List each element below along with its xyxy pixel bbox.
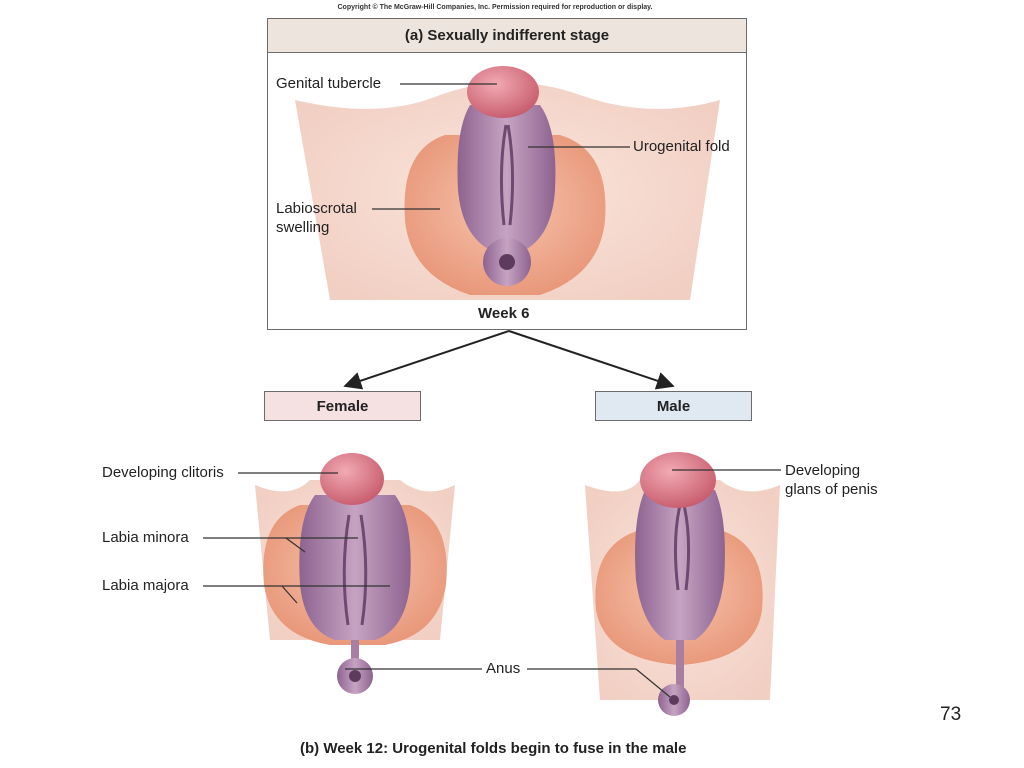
- caption-panel-b: (b) Week 12: Urogenital folds begin to f…: [300, 740, 687, 757]
- glans-shape: [640, 452, 716, 508]
- label-labia-minora: Labia minora: [102, 529, 189, 546]
- label-genital-tubercle: Genital tubercle: [276, 75, 382, 92]
- label-labioscrotal-line1: Labioscrotal: [276, 200, 357, 217]
- male-raphe: [676, 640, 684, 690]
- page-number: 73: [940, 704, 962, 725]
- female-perineum: [351, 640, 359, 670]
- female-figure: [255, 453, 455, 694]
- anal-opening-shape: [499, 254, 515, 270]
- label-urogenital-fold: Urogenital fold: [633, 138, 730, 155]
- male-box: Male: [595, 391, 752, 421]
- label-labia-majora: Labia majora: [102, 577, 189, 594]
- arrow-to-male: [508, 330, 675, 390]
- label-labioscrotal-line2: swelling: [276, 219, 330, 236]
- urogenital-fold-shape: [457, 105, 556, 250]
- male-fold-shape: [635, 490, 725, 640]
- leader-labia-minora-b: [285, 537, 306, 553]
- label-developing-clitoris: Developing clitoris: [102, 464, 224, 481]
- clitoris-shape: [320, 453, 384, 505]
- indifferent-stage-figure: [295, 66, 720, 300]
- panel-a-title: (a) Sexually indifferent stage: [268, 19, 746, 53]
- male-figure: [585, 452, 780, 716]
- labia-minora-shape: [299, 495, 411, 640]
- arrow-to-female: [343, 330, 510, 390]
- leader-anus-male-b: [635, 668, 671, 698]
- label-anus: Anus: [486, 660, 521, 677]
- label-glans-line2: glans of penis: [785, 481, 878, 498]
- urogenital-groove: [499, 124, 515, 226]
- label-glans-line1: Developing: [785, 462, 861, 479]
- copyright-notice: Copyright © The McGraw-Hill Companies, I…: [337, 4, 653, 11]
- leader-labia-majora-b: [281, 585, 298, 604]
- male-groove: [673, 504, 691, 591]
- genital-tubercle-shape: [467, 66, 539, 118]
- female-box: Female: [264, 391, 421, 421]
- label-week-6: Week 6: [478, 305, 530, 322]
- female-groove: [342, 514, 368, 626]
